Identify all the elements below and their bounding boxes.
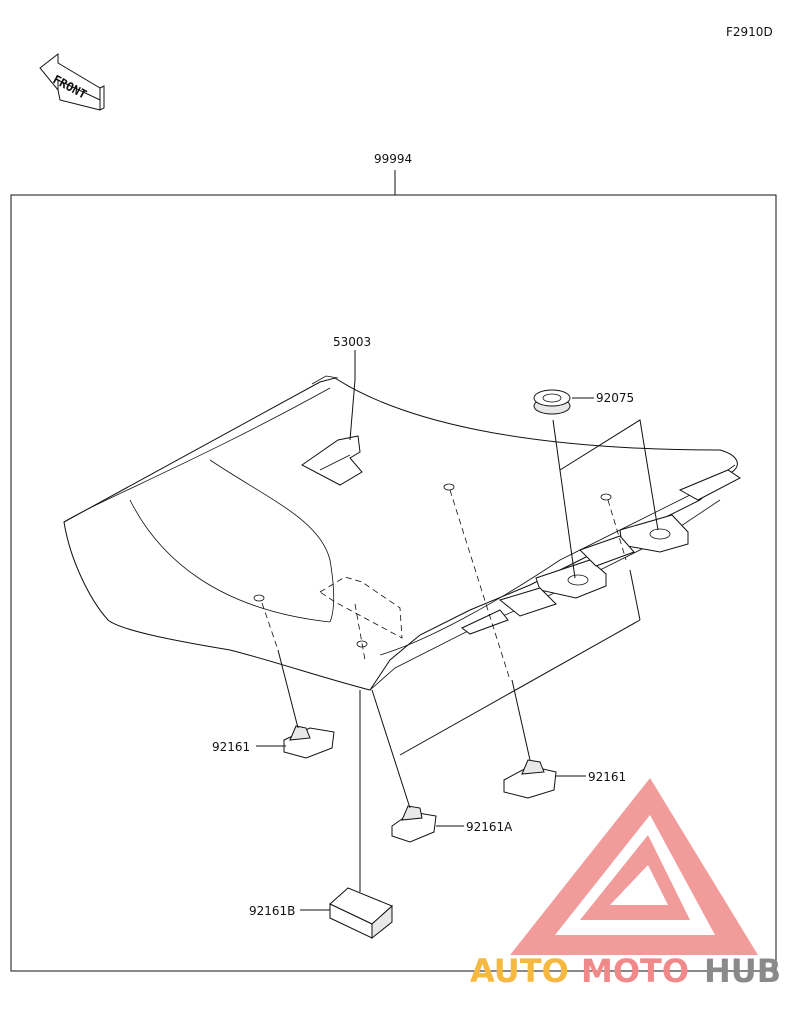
grommet-bracket-line bbox=[559, 419, 659, 531]
watermark-word-auto: AUTO bbox=[470, 952, 569, 990]
under-seat-outline bbox=[319, 576, 403, 639]
damper-right-part bbox=[503, 759, 557, 799]
damper-a-position-line bbox=[371, 689, 411, 809]
figure-code: F2910D bbox=[726, 25, 773, 39]
seat-cover-leader bbox=[349, 350, 356, 441]
mount-markers bbox=[253, 483, 612, 648]
kit-boundary-box bbox=[10, 194, 777, 972]
grommet-part-number: 92075 bbox=[596, 391, 634, 405]
front-arrow-icon: FRONT bbox=[39, 52, 105, 111]
damper-rear-dash bbox=[607, 499, 627, 561]
damper-a-part-number: 92161A bbox=[466, 820, 513, 834]
damper-b-part bbox=[329, 887, 393, 940]
damper-right-dash bbox=[449, 489, 511, 681]
front-label: FRONT bbox=[51, 72, 89, 101]
damper-right-position-line bbox=[511, 679, 531, 761]
damper-right-part-number: 92161 bbox=[588, 770, 626, 784]
damper-bracket-line-top bbox=[629, 569, 641, 621]
watermark-text: AUTO MOTO HUB bbox=[470, 952, 781, 990]
grommet-part bbox=[533, 389, 571, 415]
damper-left-dash bbox=[261, 602, 279, 651]
mounting-bracket-rear bbox=[579, 469, 741, 567]
damper-left-part bbox=[283, 725, 335, 759]
watermark-word-moto: MOTO bbox=[581, 952, 689, 990]
grommet-position-line bbox=[552, 419, 576, 579]
damper-left-position-line bbox=[277, 649, 299, 729]
damper-left-part-number: 92161 bbox=[212, 740, 250, 754]
kit-part-number: 99994 bbox=[374, 152, 412, 166]
seat-cover-part bbox=[301, 435, 363, 486]
watermark-logo bbox=[510, 778, 758, 955]
watermark-word-hub: HUB bbox=[704, 952, 781, 990]
mounting-bracket-front bbox=[461, 559, 607, 635]
damper-b-part-number: 92161B bbox=[249, 904, 295, 918]
damper-bracket-line bbox=[399, 619, 641, 756]
seat-cover-part-number: 53003 bbox=[333, 335, 371, 349]
damper-a-part bbox=[391, 805, 437, 843]
